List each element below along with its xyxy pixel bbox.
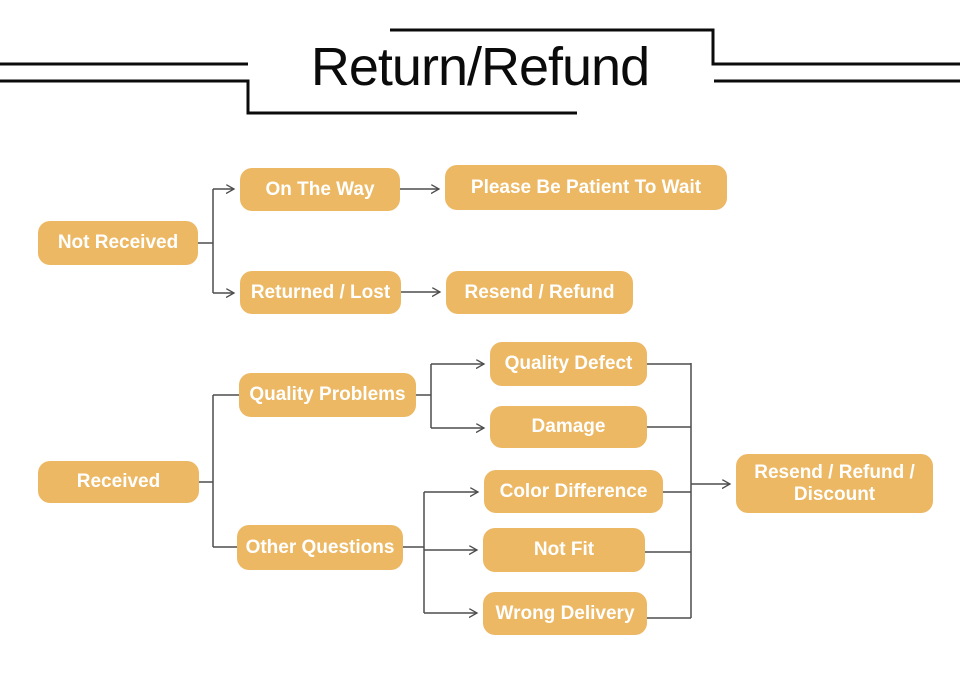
node-not-fit: Not Fit — [483, 528, 645, 572]
edge-qualityproblems-junction — [416, 364, 432, 428]
edge-received-junction — [199, 395, 214, 547]
page-title: Return/Refund — [310, 37, 650, 97]
node-resend-refund: Resend / Refund — [446, 271, 633, 314]
node-wrong-delivery: Wrong Delivery — [483, 592, 647, 635]
node-returned-lost: Returned / Lost — [240, 271, 401, 314]
node-not-received: Not Received — [38, 221, 198, 265]
title-decoration-lines — [0, 28, 960, 115]
node-received: Received — [38, 461, 199, 503]
node-other-questions: Other Questions — [237, 525, 403, 570]
node-color-difference: Color Difference — [484, 470, 663, 513]
node-damage: Damage — [490, 406, 647, 448]
edge-otherquestions-junction — [403, 492, 425, 613]
node-resend-refund-discount: Resend / Refund / Discount — [736, 454, 933, 513]
node-on-the-way: On The Way — [240, 168, 400, 211]
edge-collector — [645, 363, 692, 619]
node-quality-problems: Quality Problems — [239, 373, 416, 417]
node-please-be-patient-to-wait: Please Be Patient To Wait — [445, 165, 727, 210]
node-quality-defect: Quality Defect — [490, 342, 647, 386]
edge-notreceived-junction — [198, 189, 214, 293]
